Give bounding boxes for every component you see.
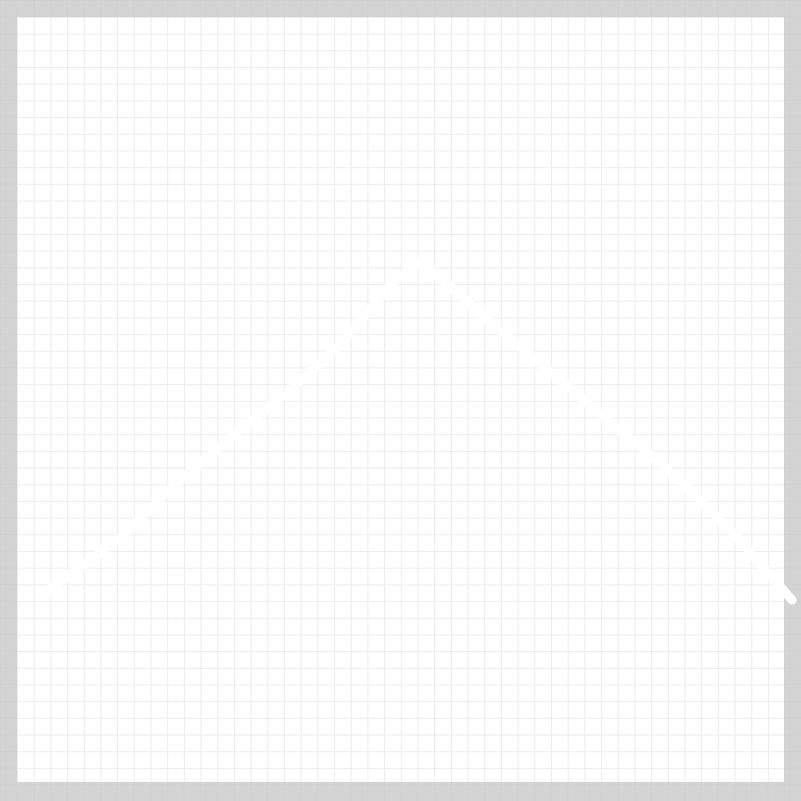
- track-line: [43, 257, 797, 605]
- play-area[interactable]: [17, 17, 784, 782]
